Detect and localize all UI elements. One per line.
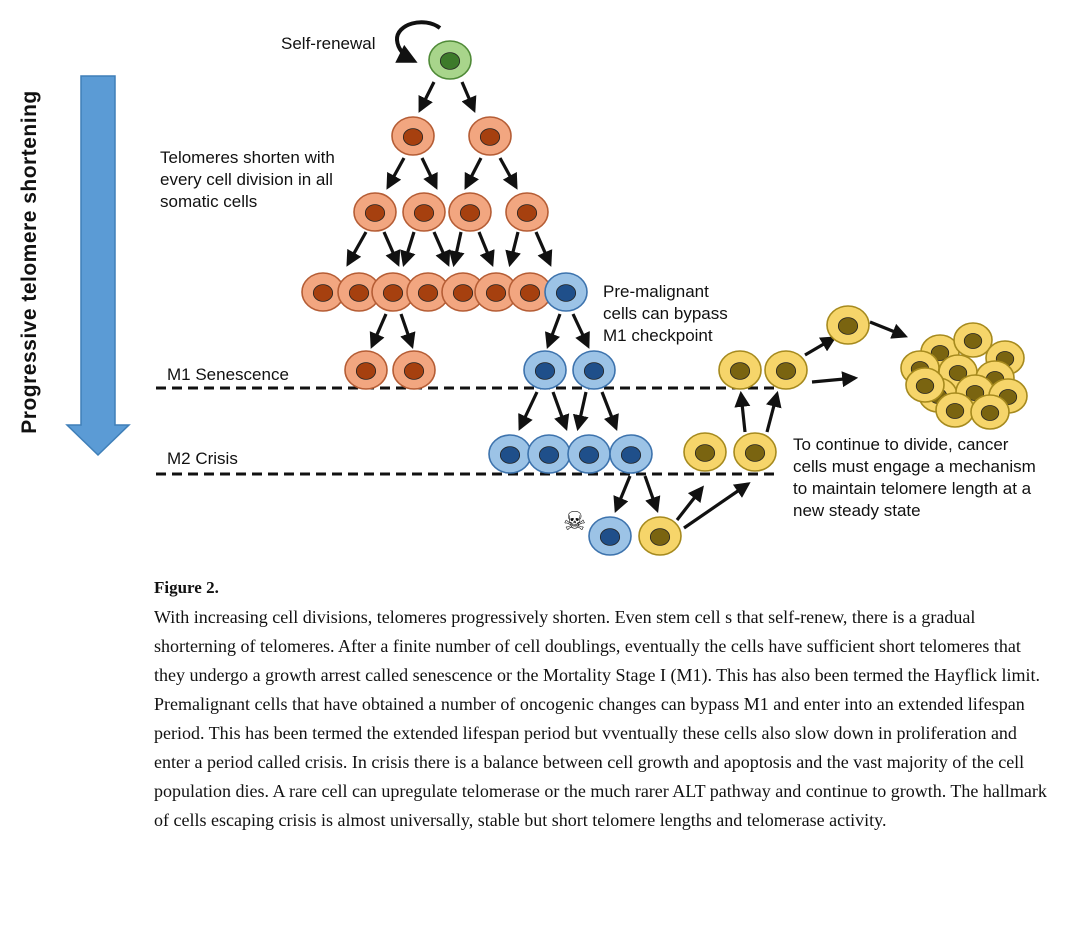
premalignant-note-line: M1 checkpoint <box>603 326 713 345</box>
division-arrow <box>734 390 751 433</box>
division-arrow <box>386 157 406 190</box>
figure-title: Figure 2. <box>154 578 219 597</box>
somatic-cell <box>353 192 397 232</box>
cancer-note-line: to maintain telomere length at a <box>793 479 1032 498</box>
division-arrow <box>382 231 401 267</box>
division-arrow <box>811 371 859 388</box>
somatic-cell <box>391 116 435 156</box>
somatic-cell <box>392 350 436 390</box>
somatic-cell <box>505 192 549 232</box>
division-arrow <box>613 475 632 513</box>
figure-caption: Figure 2. With increasing cell divisions… <box>154 577 1054 835</box>
division-arrow <box>534 231 553 267</box>
death-icon: ☠ <box>563 506 586 536</box>
immortal-cell <box>764 350 808 390</box>
premalignant-cell <box>527 434 571 474</box>
premalignant-cell <box>523 350 567 390</box>
immortal-cell <box>826 305 870 345</box>
division-arrow <box>643 475 661 514</box>
division-arrow <box>571 313 590 349</box>
immortal-cell <box>953 322 993 358</box>
somatic-cell <box>371 272 415 312</box>
division-arrow <box>600 391 619 431</box>
division-arrow <box>460 81 477 113</box>
premalignant-note: Pre-malignant cells can bypass M1 checkp… <box>603 282 732 345</box>
premalignant-cell <box>544 272 588 312</box>
telomeres-note-line: Telomeres shorten with <box>160 148 335 167</box>
somatic-cell <box>508 272 552 312</box>
division-arrow <box>420 157 438 190</box>
premalignant-note-line: Pre-malignant <box>603 282 709 301</box>
somatic-cell <box>441 272 485 312</box>
stem-cell <box>428 40 472 80</box>
division-arrow <box>545 313 562 349</box>
somatic-cell <box>344 350 388 390</box>
premalignant-note-line: cells can bypass <box>603 304 728 323</box>
immortal-cell <box>638 516 682 556</box>
cancer-note: To continue to divide, cancer cells must… <box>793 435 1041 520</box>
premalignant-cell <box>567 434 611 474</box>
somatic-cell <box>402 192 446 232</box>
division-arrow <box>505 231 521 268</box>
immortal-cell <box>970 394 1010 430</box>
telomeres-note-line: somatic cells <box>160 192 257 211</box>
immortal-cell <box>935 392 975 428</box>
telomere-shortening-arrow <box>65 75 131 457</box>
division-arrow <box>683 482 751 530</box>
cancer-note-line: cells must engage a mechanism <box>793 457 1036 476</box>
somatic-cell <box>468 116 512 156</box>
division-arrow <box>869 320 908 339</box>
division-arrow <box>400 231 416 268</box>
division-arrow <box>765 390 782 433</box>
division-arrow <box>551 391 570 432</box>
division-arrow <box>464 157 483 190</box>
division-arrow <box>448 231 465 268</box>
division-arrow <box>675 485 704 521</box>
axis-label: Progressive telomere shortening <box>18 90 41 433</box>
premalignant-cell <box>572 350 616 390</box>
division-arrow <box>369 313 388 349</box>
division-arrow <box>418 81 436 113</box>
division-arrow <box>572 391 589 432</box>
division-arrows <box>346 81 908 530</box>
immortal-cell <box>718 350 762 390</box>
division-arrow <box>477 231 495 267</box>
premalignant-cell <box>488 434 532 474</box>
division-arrow <box>399 313 416 350</box>
cells <box>301 40 1028 556</box>
division-arrow <box>518 391 539 431</box>
cancer-note-line: new steady state <box>793 501 921 520</box>
self-renewal-label: Self-renewal <box>281 34 376 53</box>
premalignant-cell <box>588 516 632 556</box>
telomeres-note-line: every cell division in all <box>160 170 333 189</box>
premalignant-cell <box>609 434 653 474</box>
telomere-diagram: Progressive telomere shortening M1 Senes… <box>18 20 1041 556</box>
somatic-cell <box>448 192 492 232</box>
immortal-cell <box>683 432 727 472</box>
figure-caption-text: With increasing cell divisions, telomere… <box>154 607 1047 830</box>
m1-senescence-label: M1 Senescence <box>167 365 289 384</box>
division-arrow <box>804 336 837 357</box>
division-arrow <box>498 157 518 190</box>
cancer-note-line: To continue to divide, cancer <box>793 435 1009 454</box>
division-arrow <box>346 231 368 267</box>
self-renewal-arrow <box>395 20 442 63</box>
m2-crisis-label: M2 Crisis <box>167 449 238 468</box>
telomeres-note: Telomeres shorten with every cell divisi… <box>160 148 340 211</box>
immortal-cell <box>733 432 777 472</box>
division-arrow <box>432 231 451 267</box>
immortal-cell <box>905 367 945 403</box>
